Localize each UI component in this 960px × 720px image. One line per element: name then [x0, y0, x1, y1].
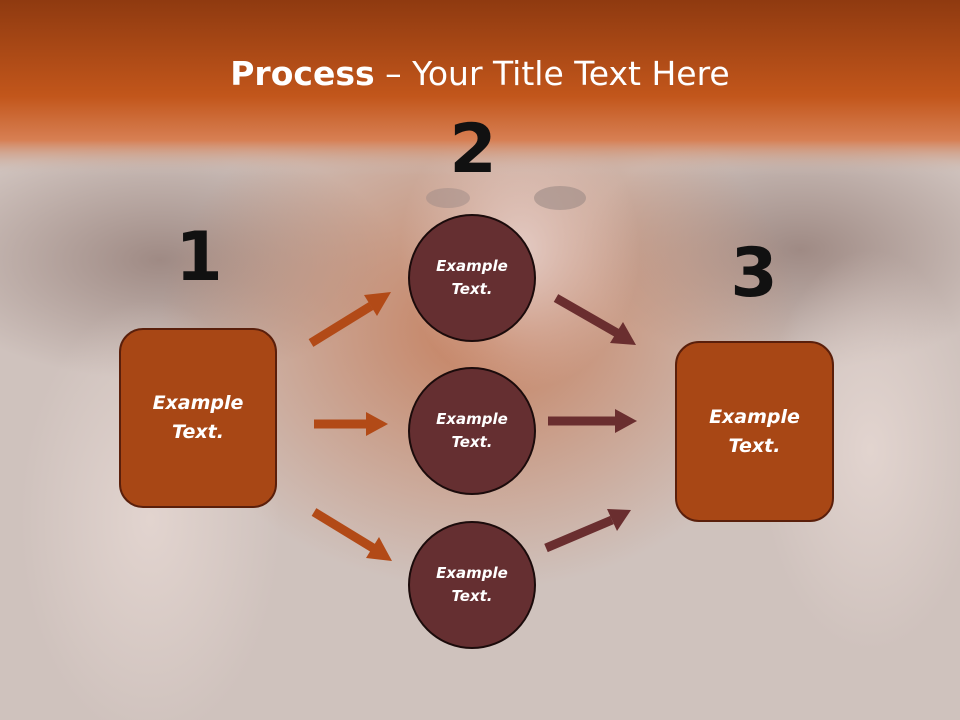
- arrowhead-left-to-top: [364, 292, 391, 316]
- process-end-text: Example Text.: [709, 405, 800, 457]
- circle-middle-text: Example Text.: [436, 410, 508, 451]
- arrowhead-left-to-bottom: [366, 537, 392, 561]
- circle-top-text: Example Text.: [436, 257, 508, 298]
- step-number-1: 1: [175, 218, 223, 297]
- arrow-left-to-bottom: [311, 508, 376, 552]
- title-bold-part: Process: [230, 54, 375, 93]
- arrowhead-bottom-to-right: [607, 509, 631, 531]
- arrow-top-to-right: [553, 294, 620, 337]
- title-rest-part: – Your Title Text Here: [374, 54, 730, 93]
- process-end-box[interactable]: Example Text.: [675, 341, 834, 522]
- process-circle-bottom[interactable]: Example Text.: [408, 521, 536, 649]
- circle-bottom-text: Example Text.: [436, 564, 508, 605]
- step-number-3: 3: [730, 234, 778, 313]
- process-start-text: Example Text.: [152, 392, 244, 443]
- arrowhead-left-to-middle: [366, 412, 388, 436]
- slide-title: Process – Your Title Text Here: [0, 52, 960, 96]
- arrow-bottom-to-right: [544, 515, 614, 553]
- step-number-2: 2: [449, 110, 497, 189]
- arrowhead-middle-to-right: [615, 409, 637, 433]
- arrow-left-to-top: [308, 302, 374, 347]
- process-start-box[interactable]: Example Text.: [119, 328, 277, 508]
- arrowhead-top-to-right: [610, 322, 636, 345]
- process-circle-middle[interactable]: Example Text.: [408, 367, 536, 495]
- process-circle-top[interactable]: Example Text.: [408, 214, 536, 342]
